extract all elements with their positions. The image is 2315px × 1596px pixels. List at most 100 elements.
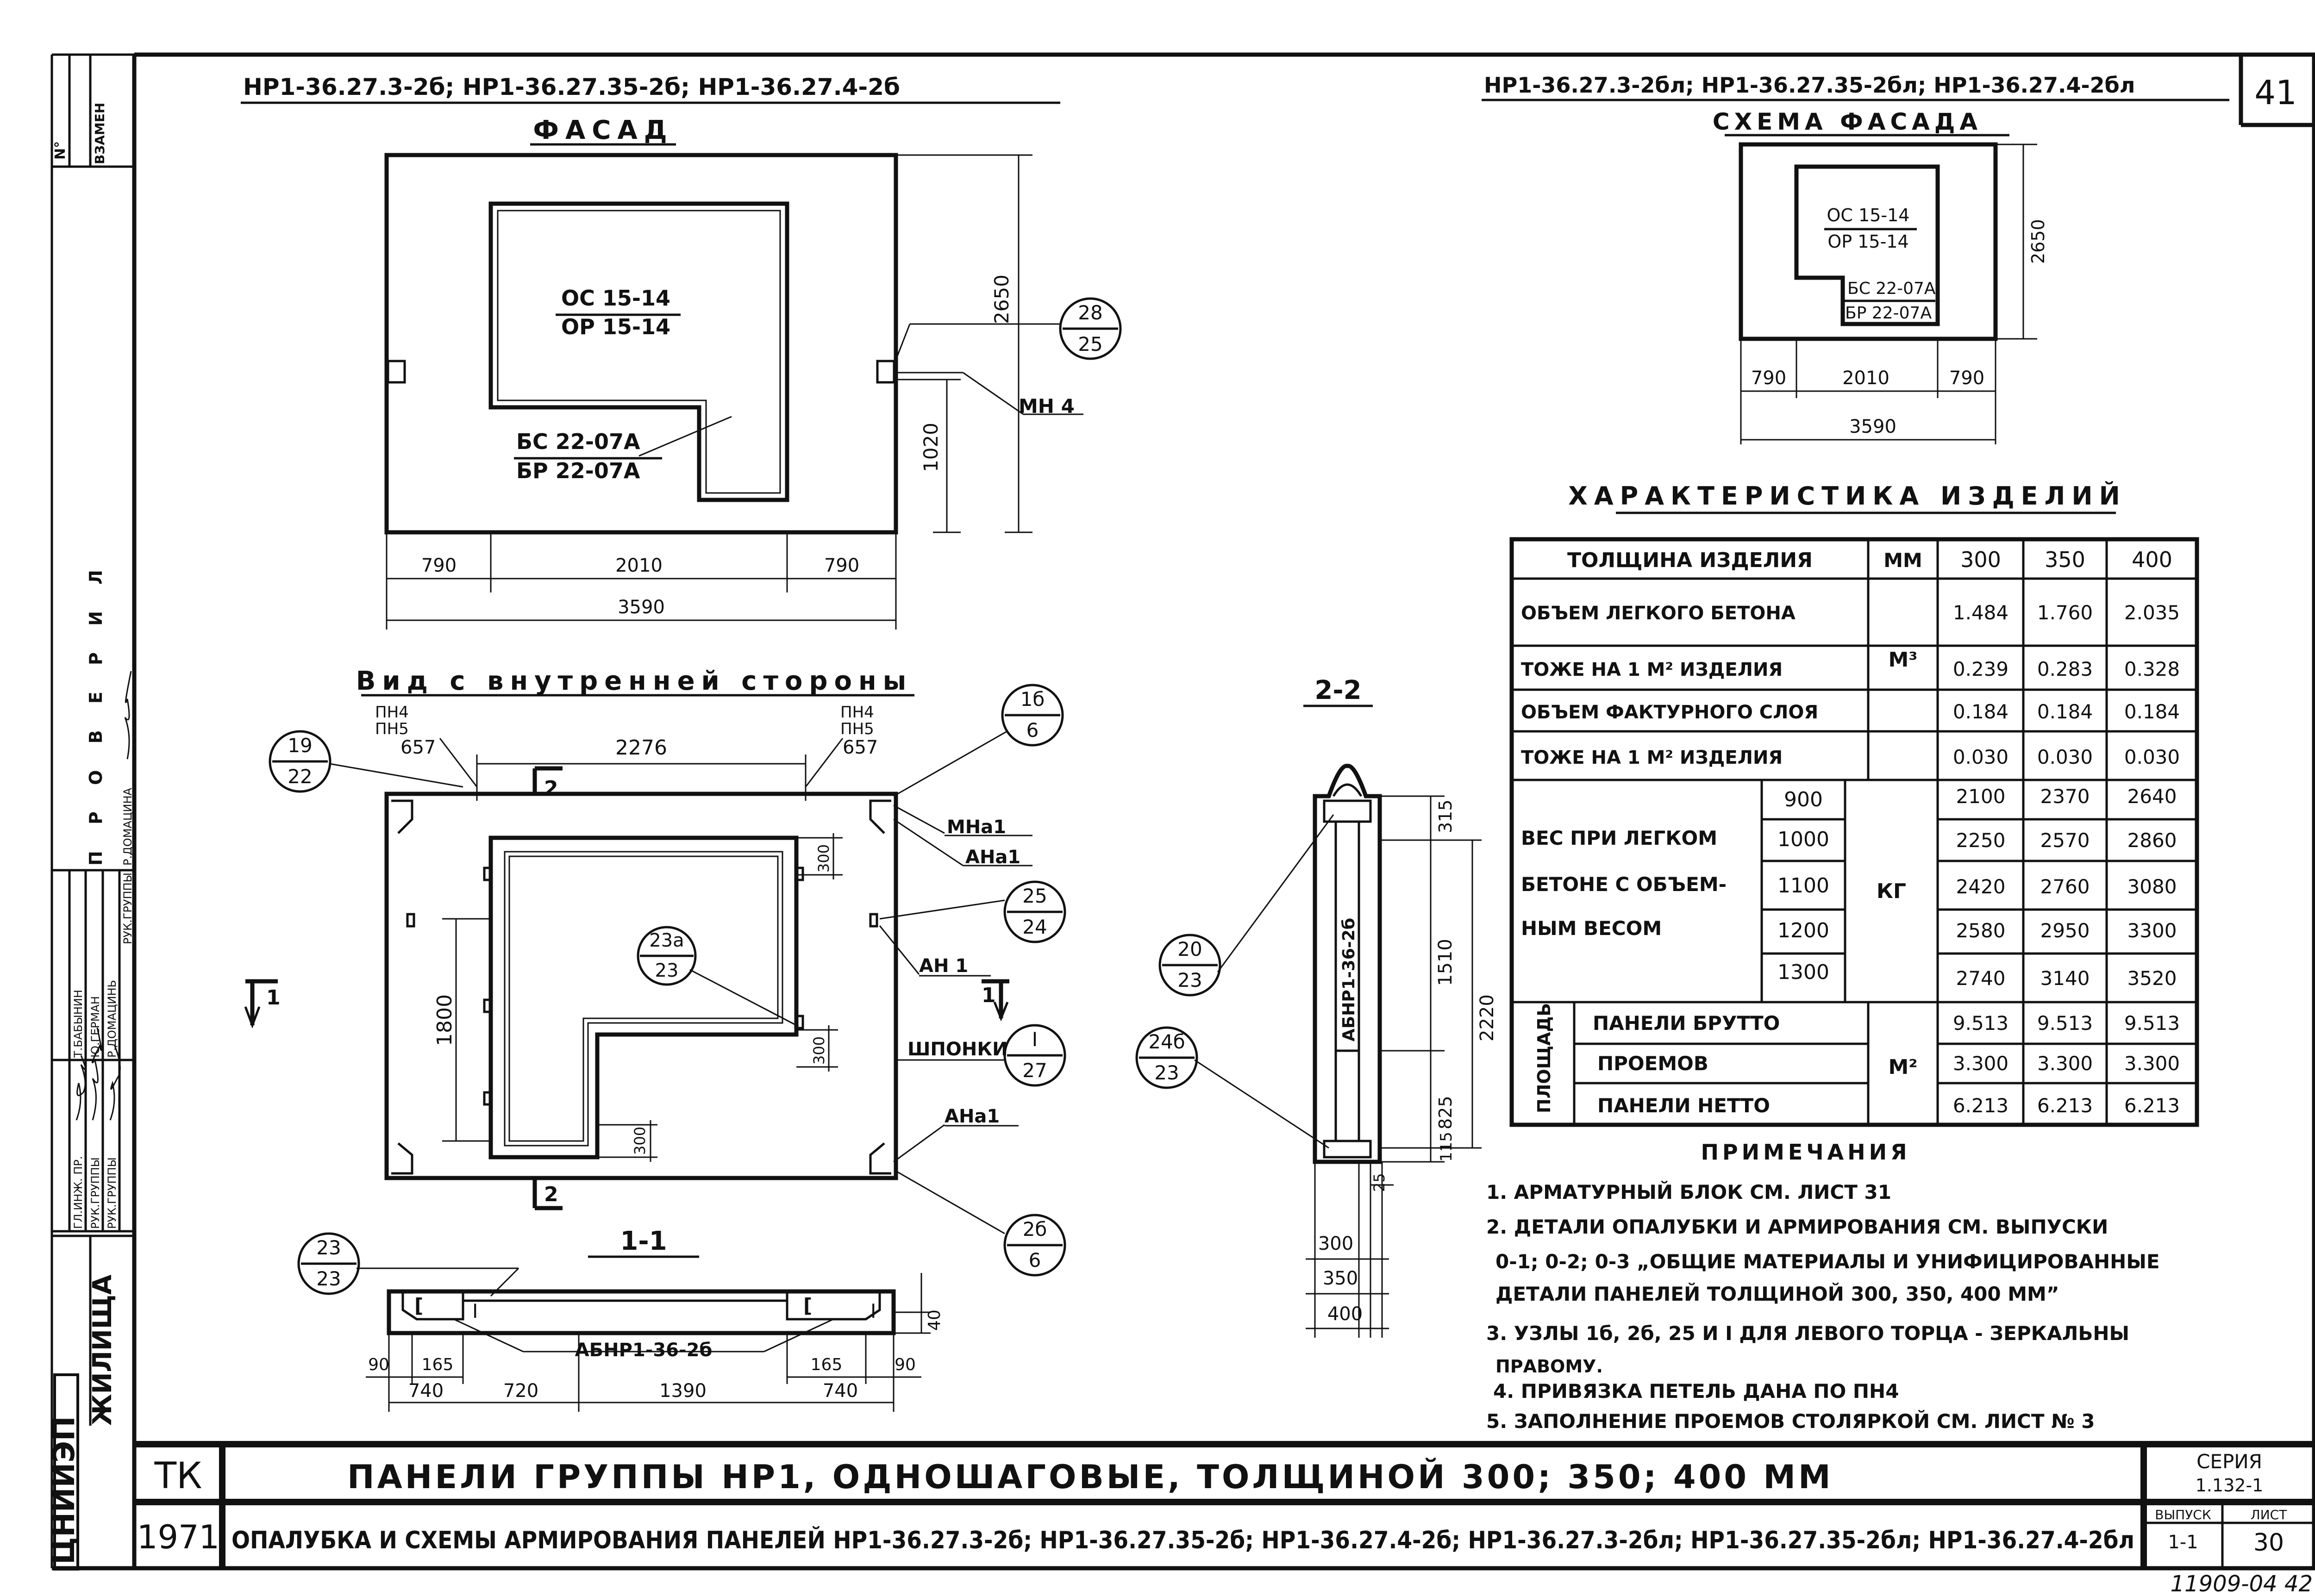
section-mark-1-left: 1 bbox=[266, 986, 281, 1010]
weight-1300-350: 3140 bbox=[2040, 967, 2090, 990]
issue-value: 1-1 bbox=[2168, 1532, 2198, 1553]
row-volume-per-m2-300: 0.239 bbox=[1953, 658, 2008, 680]
inner-dim-top: 2276 bbox=[615, 736, 667, 760]
callout-20-23 bbox=[1158, 934, 1221, 997]
characteristics-table: ХАРАКТЕРИСТИКА ИЗДЕЛИЙ ТОЛЩИНА ИЗДЕЛИЯ М… bbox=[1509, 481, 2199, 1127]
facade-dim-left: 790 bbox=[421, 555, 457, 576]
inner-dim-300-a: 300 bbox=[815, 844, 832, 873]
row-facing-per-m2-400: 0.030 bbox=[2124, 746, 2180, 768]
callout-25-24 bbox=[1003, 880, 1066, 943]
facade-dim-right: 790 bbox=[824, 555, 859, 576]
weight-1300-400: 3520 bbox=[2127, 967, 2177, 990]
section22-dim-825: 825 bbox=[1435, 1096, 1456, 1129]
title-line-1: ПАНЕЛИ ГРУППЫ НР1, ОДНОШАГОВЫЕ, ТОЛЩИНОЙ… bbox=[347, 1458, 1833, 1496]
section-mark-2-top: 2 bbox=[544, 777, 558, 800]
stamp-vzamen-label: ВЗАМЕН bbox=[92, 103, 107, 164]
callout-1b-top: 1б bbox=[1020, 688, 1045, 711]
weight-label-2: БЕТОНЕ С ОБЪЕМ- bbox=[1521, 873, 1727, 896]
header-mm: ММ bbox=[1883, 549, 1922, 572]
section22-thick-350: 350 bbox=[1323, 1268, 1358, 1289]
section-11-title: 1-1 bbox=[620, 1226, 667, 1256]
facade-dim-sill: 1020 bbox=[920, 423, 942, 472]
section-mark-2-bottom: 2 bbox=[544, 1183, 558, 1206]
approval-stamp: N° ВЗАМЕН П Р О В Е Р И Л ГЛ.ИНЖ. ПР. Т.… bbox=[47, 53, 134, 1571]
unit-m2: М² bbox=[1888, 1055, 1917, 1079]
callout-2b-top: 2б bbox=[1023, 1218, 1047, 1241]
inner-dim-1800: 1800 bbox=[433, 994, 457, 1046]
weight-1200-300: 2580 bbox=[1956, 919, 2006, 942]
weight-900-400: 2640 bbox=[2127, 785, 2177, 808]
title-block: ТК 1971 ПАНЕЛИ ГРУППЫ НР1, ОДНОШАГОВЫЕ, … bbox=[134, 1441, 2315, 1568]
section11-mark-right: I bbox=[870, 1300, 876, 1322]
stamp-proveril-label: П Р О В Е Р И Л bbox=[86, 560, 106, 866]
stamp-role-4: РУК.ГРУППЫ bbox=[121, 873, 134, 944]
weight-1300-300: 2740 bbox=[1956, 967, 2006, 990]
callout-2b-6 bbox=[1003, 1214, 1066, 1277]
density-1000: 1000 bbox=[1777, 828, 1829, 851]
signature-2 bbox=[91, 1027, 102, 1121]
section22-outline bbox=[1313, 764, 1382, 1164]
row-facing-per-m2-300: 0.030 bbox=[1953, 746, 2008, 768]
note-line-5: 3. УЗЛЫ 1б, 2б, 25 И I ДЛЯ ЛЕВОГО ТОРЦА … bbox=[1486, 1322, 2129, 1345]
inner-window-frame bbox=[488, 835, 799, 1160]
callout-28-25 bbox=[1059, 297, 1122, 360]
mn4-label: МН 4 bbox=[1019, 395, 1075, 418]
weight-label-3: НЫМ ВЕСОМ bbox=[1521, 917, 1662, 940]
loop-label-right-2: ПН5 bbox=[840, 720, 874, 738]
section11-callout-top: 23 bbox=[316, 1236, 341, 1259]
year-label: 1971 bbox=[137, 1518, 219, 1556]
inner-view: Вид с внутренней стороны 2276 ПН4 ПН5 65… bbox=[244, 666, 1066, 1277]
facade-scheme: СХЕМА ФАСАДА ОС 15-14 ОР 15-14 БС 22-07А… bbox=[1713, 108, 2048, 444]
facade-window-opening bbox=[488, 201, 789, 502]
notes-title: ПРИМЕЧАНИЯ bbox=[1701, 1140, 1910, 1165]
scheme-dim-left: 790 bbox=[1751, 368, 1786, 389]
row-volume-per-m2-label: ТОЖЕ НА 1 М² ИЗДЕЛИЯ bbox=[1521, 659, 1783, 680]
weight-label-1: ВЕС ПРИ ЛЕГКОМ bbox=[1521, 827, 1717, 849]
row-volume-300: 1.484 bbox=[1953, 601, 2008, 624]
section11-dim-720: 720 bbox=[503, 1380, 538, 1402]
section22-dim-115: 115 bbox=[1437, 1132, 1456, 1162]
facade-panel-outline bbox=[384, 153, 898, 535]
callout-20-top: 20 bbox=[1177, 938, 1202, 960]
facade-view: ФАСАД ОС 15-14 ОР 15-14 БС 22-07А БР 22-… bbox=[384, 115, 1122, 630]
weight-1100-350: 2760 bbox=[2040, 875, 2090, 898]
facade-dim-height: 2650 bbox=[990, 274, 1013, 324]
facade-oc-label: ОС 15-14 bbox=[561, 286, 670, 311]
loop-label-left-2: ПН5 bbox=[375, 720, 409, 738]
mna1-label: МНа1 bbox=[947, 817, 1006, 838]
left-header: НР1-36.27.3-2б; НР1-36.27.35-2б; НР1-36.… bbox=[243, 74, 900, 100]
row-volume-per-m2-350: 0.283 bbox=[2037, 658, 2093, 680]
inner-view-title: Вид с внутренней стороны bbox=[356, 666, 913, 696]
facade-dim-mid: 2010 bbox=[615, 555, 663, 576]
stamp-name-4: Р.ДОМАЦИНА bbox=[121, 788, 134, 866]
area-gross-400: 9.513 bbox=[2124, 1012, 2180, 1035]
row-facing-300: 0.184 bbox=[1953, 700, 2008, 723]
stamp-role-2: РУК.ГРУППЫ bbox=[89, 1157, 102, 1229]
section11-dim-90-left: 90 bbox=[368, 1355, 389, 1374]
section-mark-1-right: 1 bbox=[982, 984, 996, 1007]
area-openings-label: ПРОЕМОВ bbox=[1597, 1052, 1708, 1075]
note-line-2: 2. ДЕТАЛИ ОПАЛУБКИ И АРМИРОВАНИЯ СМ. ВЫП… bbox=[1486, 1216, 2108, 1238]
sheet-number: 41 bbox=[2254, 73, 2297, 112]
callout-19-top: 19 bbox=[288, 734, 312, 757]
section11-dim-165-left: 165 bbox=[422, 1355, 454, 1374]
section22-dim-1510: 1510 bbox=[1435, 939, 1456, 986]
scheme-dim-right: 790 bbox=[1949, 368, 1984, 389]
section11-dim-165-right: 165 bbox=[811, 1355, 843, 1374]
section11-dim-90-right: 90 bbox=[895, 1355, 916, 1374]
tk-label: ТК bbox=[154, 1455, 202, 1497]
facade-dim-total: 3590 bbox=[618, 597, 665, 618]
sheet-value: 30 bbox=[2253, 1529, 2284, 1557]
density-1300: 1300 bbox=[1777, 960, 1829, 984]
facade-title: ФАСАД bbox=[533, 115, 673, 145]
area-net-label: ПАНЕЛИ НЕТТО bbox=[1597, 1094, 1770, 1117]
facade-op-label: ОР 15-14 bbox=[561, 314, 670, 339]
section-22-title: 2-2 bbox=[1314, 675, 1361, 705]
scheme-op-label: ОР 15-14 bbox=[1827, 231, 1908, 252]
signature-1 bbox=[75, 1055, 87, 1121]
weight-900-350: 2370 bbox=[2040, 785, 2090, 808]
callout-I-27 bbox=[1003, 1024, 1066, 1087]
area-label: ПЛОЩАДЬ bbox=[1534, 1003, 1554, 1113]
ana1-bottom-label: АНа1 bbox=[945, 1106, 1000, 1127]
